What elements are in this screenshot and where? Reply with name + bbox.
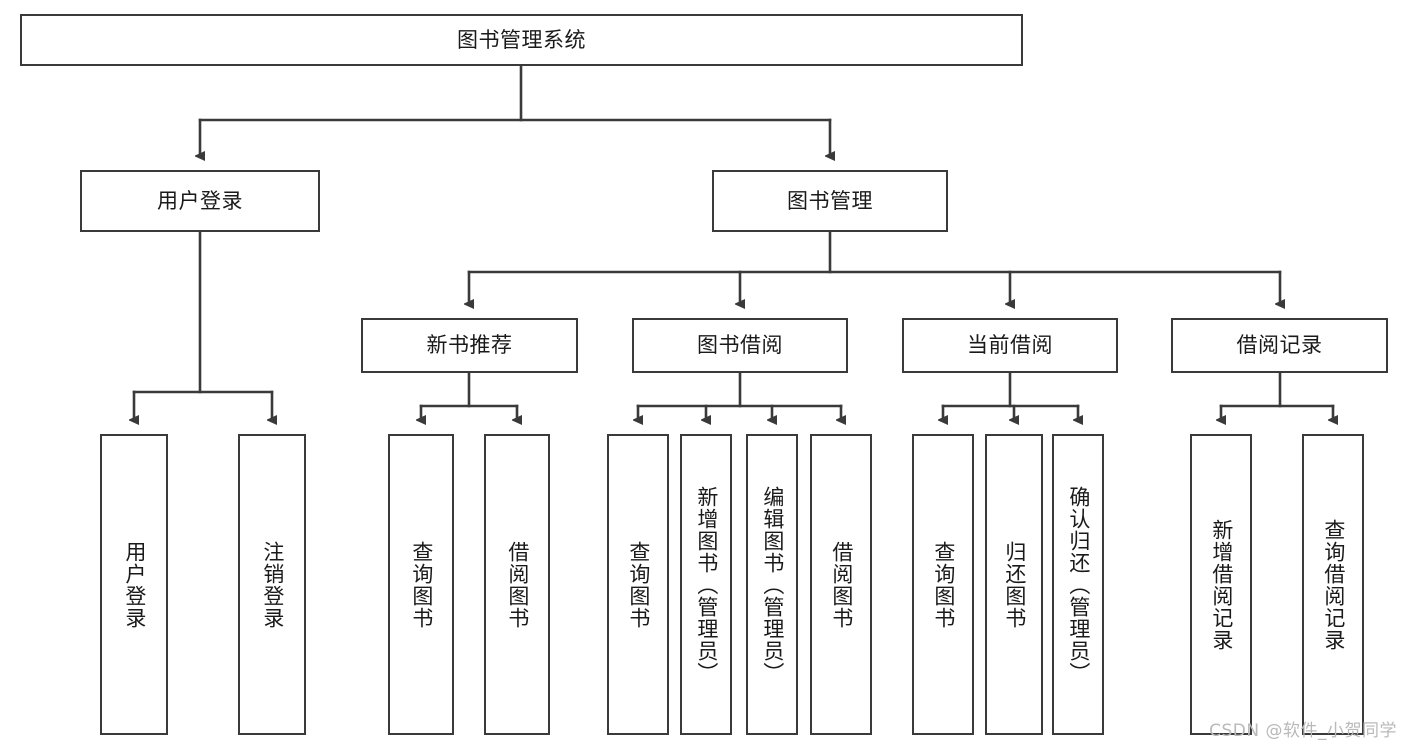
node-leaf-borrow-books[interactable]: 借阅图书 [810,434,872,735]
node-leaf-add-book-admin[interactable]: 新增图书（管理员） [680,434,732,735]
node-root[interactable]: 图书管理系统 [20,14,1023,66]
node-leaf-add-borrow-record[interactable]: 新增借阅记录 [1190,434,1252,735]
node-leaf-edit-book-admin[interactable]: 编辑图书（管理员） [746,434,798,735]
node-current-borrow[interactable]: 当前借阅 [902,318,1118,373]
node-new-book-recommend[interactable]: 新书推荐 [361,318,578,373]
node-leaf-return-books-label: 归还图书 [1002,540,1027,629]
node-leaf-edit-book-admin-label: 编辑图书（管理员） [760,485,785,684]
node-root-label: 图书管理系统 [457,27,586,52]
node-new-book-recommend-label: 新书推荐 [426,333,513,358]
node-book-borrow-label: 图书借阅 [697,333,783,358]
node-leaf-confirm-return-admin[interactable]: 确认归还（管理员） [1052,434,1104,735]
node-borrow-records[interactable]: 借阅记录 [1171,318,1388,373]
node-leaf-query-books-current[interactable]: 查询图书 [912,434,974,735]
node-leaf-query-borrow-record[interactable]: 查询借阅记录 [1302,434,1364,735]
node-leaf-logout[interactable]: 注销登录 [238,434,306,735]
node-leaf-query-books-new-label: 查询图书 [409,540,434,629]
node-leaf-user-login-label: 用户登录 [122,540,147,629]
node-leaf-confirm-return-admin-label: 确认归还（管理员） [1066,485,1091,684]
node-leaf-query-borrow-record-label: 查询借阅记录 [1321,518,1346,651]
node-leaf-borrow-books-label: 借阅图书 [829,540,854,629]
node-user-login[interactable]: 用户登录 [80,170,320,232]
node-leaf-query-books-current-label: 查询图书 [931,540,956,629]
node-leaf-query-books-new[interactable]: 查询图书 [388,434,454,735]
node-leaf-borrow-books-new[interactable]: 借阅图书 [484,434,550,735]
node-leaf-add-borrow-record-label: 新增借阅记录 [1209,518,1234,651]
node-current-borrow-label: 当前借阅 [967,333,1053,358]
watermark: CSDN @软件_小贺同学 [1209,721,1397,741]
node-leaf-query-books-borrow[interactable]: 查询图书 [607,434,669,735]
node-book-borrow[interactable]: 图书借阅 [632,318,848,373]
node-leaf-return-books[interactable]: 归还图书 [985,434,1043,735]
node-leaf-add-book-admin-label: 新增图书（管理员） [694,485,719,684]
node-user-login-label: 用户登录 [157,188,243,213]
node-leaf-query-books-borrow-label: 查询图书 [626,540,651,629]
node-book-management-label: 图书管理 [787,188,873,213]
node-leaf-borrow-books-new-label: 借阅图书 [505,540,530,629]
node-leaf-logout-label: 注销登录 [260,540,285,629]
node-borrow-records-label: 借阅记录 [1236,333,1323,358]
node-leaf-user-login[interactable]: 用户登录 [100,434,168,735]
node-book-management[interactable]: 图书管理 [712,170,948,232]
